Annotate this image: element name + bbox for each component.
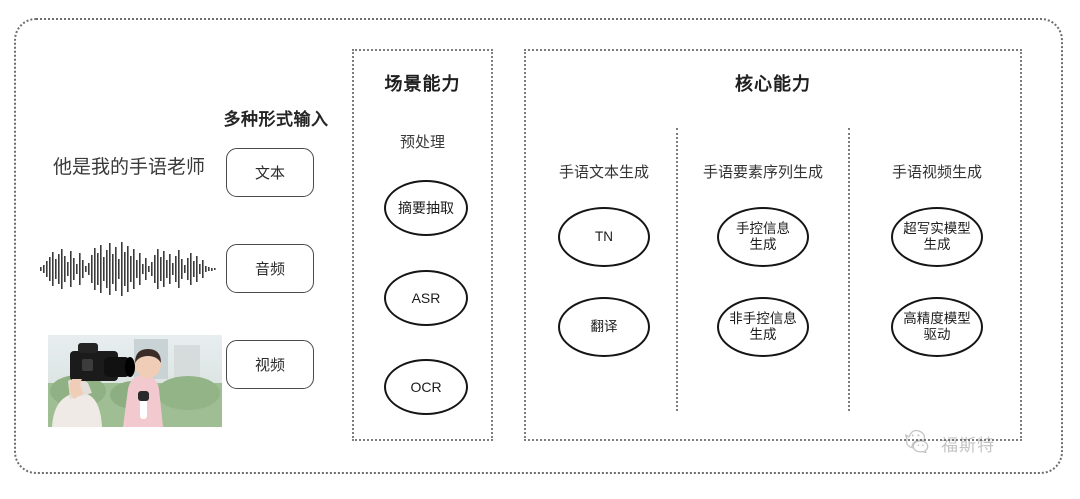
core-column-title: 手语视频生成 <box>891 164 982 181</box>
core-node-high-precision-model-driving[interactable]: 高精度模型 驱动 <box>891 297 983 357</box>
core-node-label-line1: 超写实模型 <box>903 221 971 237</box>
core-node-translation[interactable]: 翻译 <box>558 297 650 357</box>
core-node-label: 手控信息 生成 <box>736 221 790 252</box>
scene-panel-subtitle: 预处理 <box>399 134 445 151</box>
modality-chip-text[interactable]: 文本 <box>226 148 314 197</box>
watermark-label: 福斯特 <box>941 436 995 455</box>
core-node-non-manual-info-generation[interactable]: 非手控信息 生成 <box>717 297 809 357</box>
scene-node-label: OCR <box>410 378 442 395</box>
core-capability-panel: 核心能力 手语文本生成 TN 翻译 手语要素序列生成 手控信息 生成 非手控信息 <box>524 49 1022 441</box>
core-node-label-line2: 生成 <box>749 327 777 342</box>
watermark: 福斯特 <box>904 429 995 458</box>
scene-node-label: ASR <box>411 289 441 306</box>
core-column-title: 手语要素序列生成 <box>702 164 823 181</box>
modality-chip-text-label: 文本 <box>254 165 285 182</box>
core-column-sign-text-generation: 手语文本生成 TN 翻译 <box>532 51 676 439</box>
sample-sentence-text: 他是我的手语老师 <box>52 157 205 178</box>
scene-panel-title: 场景能力 <box>384 74 461 94</box>
diagram-outer-frame <box>14 18 1063 474</box>
modality-chip-audio-label: 音频 <box>254 261 285 278</box>
core-panel-title: 核心能力 <box>735 74 811 94</box>
core-column-divider <box>848 128 850 411</box>
core-node-label-line2: 生成 <box>749 237 777 252</box>
wechat-icon <box>904 429 935 458</box>
core-column-title: 手语文本生成 <box>558 164 649 181</box>
core-node-label: TN <box>595 229 613 245</box>
core-node-label: 超写实模型 生成 <box>903 221 971 252</box>
core-node-label-line2: 驱动 <box>923 327 951 342</box>
input-section-heading: 多种形式输入 <box>223 110 329 129</box>
video-thumbnail <box>48 335 222 427</box>
core-node-label-line1: 手控信息 <box>736 221 790 237</box>
scene-node-ocr[interactable]: OCR <box>384 359 468 415</box>
modality-chip-video[interactable]: 视频 <box>226 340 314 389</box>
core-node-hyperrealistic-model-generation[interactable]: 超写实模型 生成 <box>891 207 983 267</box>
core-node-label: 非手控信息 生成 <box>729 311 797 342</box>
core-node-label-line1: 翻译 <box>590 319 618 335</box>
core-node-manual-info-generation[interactable]: 手控信息 生成 <box>717 207 809 267</box>
core-node-label-line1: 非手控信息 <box>729 311 797 327</box>
core-node-tn[interactable]: TN <box>558 207 650 267</box>
core-node-label-line1: TN <box>595 229 613 245</box>
scene-capability-panel: 场景能力 预处理 摘要抽取 ASR OCR <box>352 49 493 441</box>
scene-node-summary-extraction[interactable]: 摘要抽取 <box>384 180 468 236</box>
core-node-label: 翻译 <box>591 319 618 335</box>
scene-node-asr[interactable]: ASR <box>384 270 468 326</box>
core-node-label-line2: 生成 <box>923 237 951 252</box>
core-node-label: 高精度模型 驱动 <box>903 311 971 342</box>
audio-waveform-icon <box>40 240 220 298</box>
modality-chip-video-label: 视频 <box>254 357 285 374</box>
modality-chip-audio[interactable]: 音频 <box>226 244 314 293</box>
scene-node-label: 摘要抽取 <box>398 199 454 216</box>
core-node-label-line1: 高精度模型 <box>903 311 971 327</box>
core-column-divider <box>676 128 678 411</box>
input-section: 多种形式输入 他是我的手语老师 <box>30 95 330 435</box>
core-column-sign-video-generation: 手语视频生成 超写实模型 生成 高精度模型 驱动 <box>850 51 1024 439</box>
core-column-sign-element-sequence-generation: 手语要素序列生成 手控信息 生成 非手控信息 生成 <box>678 51 848 439</box>
